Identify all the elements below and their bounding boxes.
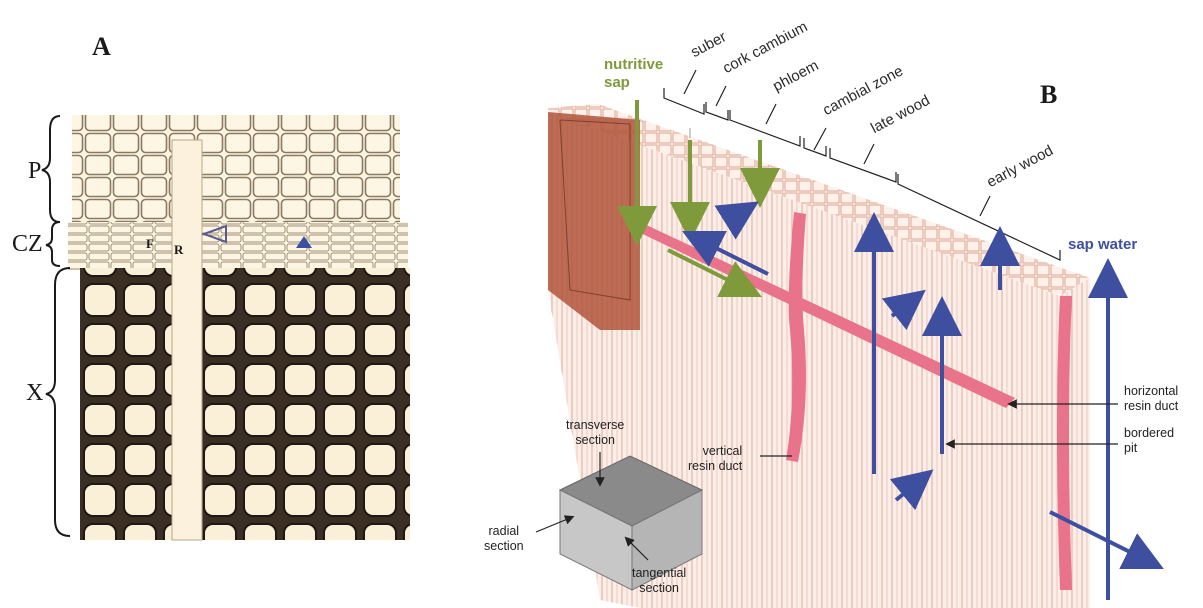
horizontal-resin-duct-label: horizontal resin duct [1124,384,1178,414]
tangential-section-label: tangential section [632,566,686,596]
nutritive-sap-label: nutritive sap [604,56,663,92]
vertical-resin-duct-label: vertical resin duct [688,444,742,474]
sap-water-label: sap water [1068,236,1137,253]
radial-section-label: radial section [484,524,524,554]
bordered-pit-label: bordered pit [1124,426,1174,456]
transverse-section-label: transverse section [566,418,624,448]
panel-b-letter: B [1040,80,1057,110]
